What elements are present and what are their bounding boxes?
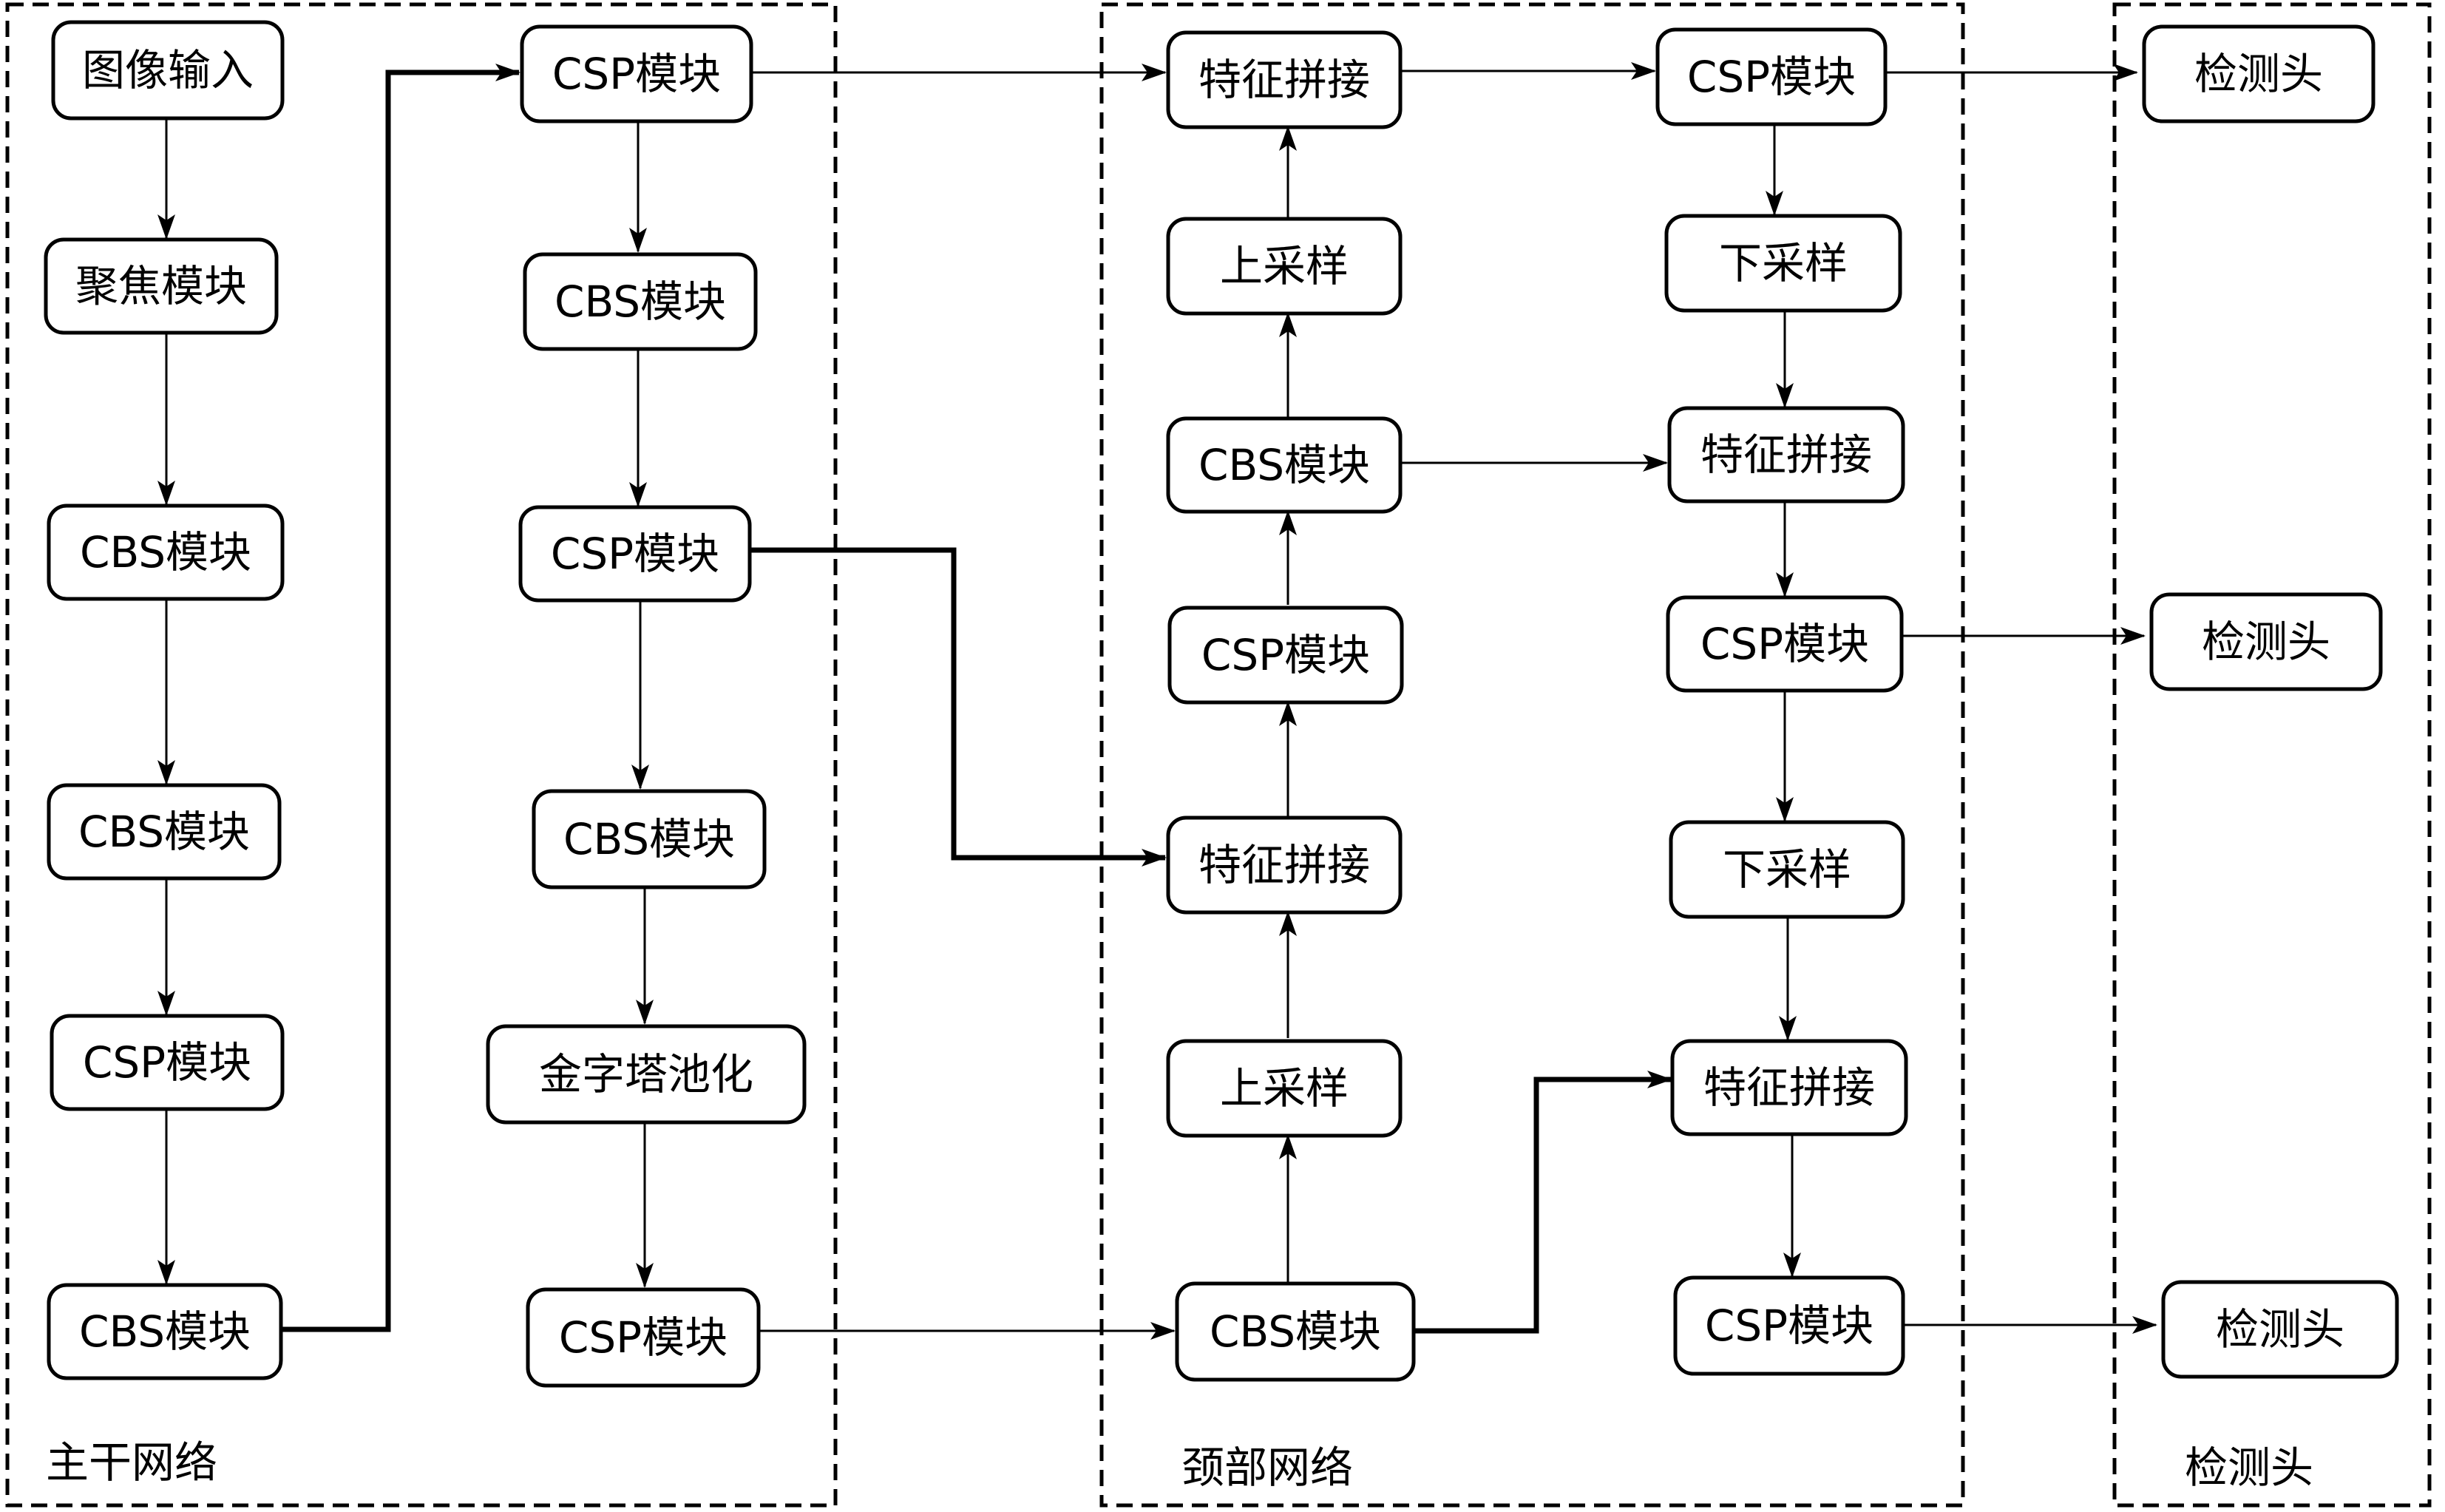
node-backbone-csp-4: CSP模块	[526, 1287, 761, 1388]
node-neck-cbs-1-label: CBS模块	[1198, 440, 1370, 490]
head-group: 检测头	[2112, 2, 2432, 1508]
backbone-group: 主干网络	[5, 2, 838, 1508]
node-neck-csp-1-label: CSP模块	[1201, 630, 1370, 680]
backbone-frame	[5, 2, 838, 1508]
node-neck-csp-4: CSP模块	[1673, 1275, 1905, 1376]
edge-csp3-to-concat2	[750, 547, 1167, 867]
neck-label: 颈部网络	[1181, 1442, 1353, 1493]
node-neck-concat-2-label: 特征拼接	[1198, 840, 1370, 890]
node-detection-head-3: 检测头	[2161, 1280, 2399, 1379]
node-backbone-cbs-3-label: CBS模块	[79, 1306, 251, 1357]
node-neck-csp-2-label: CSP模块	[1687, 52, 1856, 102]
node-neck-concat-3-label: 特征拼接	[1700, 430, 1872, 480]
node-backbone-csp-3: CSP模块	[518, 505, 752, 603]
node-neck-cbs-2: CBS模块	[1175, 1281, 1416, 1382]
node-backbone-csp-4-label: CSP模块	[559, 1312, 728, 1363]
head-label: 检测头	[2185, 1442, 2313, 1493]
node-neck-concat-2: 特征拼接	[1166, 816, 1403, 915]
node-neck-downsample-1-label: 下采样	[1719, 238, 1848, 288]
node-detection-head-2-label: 检测头	[2202, 617, 2330, 667]
edge-n1cbs2-to-n2concat2	[1414, 1071, 1672, 1334]
node-backbone-cbs-1-label: CBS模块	[80, 527, 251, 577]
node-detection-head-1: 检测头	[2142, 24, 2376, 123]
node-neck-cbs-1: CBS模块	[1166, 416, 1403, 514]
node-neck-csp-3-label: CSP模块	[1700, 619, 1869, 669]
node-detection-head-2: 检测头	[2149, 592, 2383, 691]
node-neck-downsample-1: 下采样	[1664, 214, 1902, 313]
node-neck-downsample-2-label: 下采样	[1723, 844, 1851, 895]
node-neck-downsample-2: 下采样	[1669, 820, 1905, 919]
node-neck-concat-4: 特征拼接	[1670, 1039, 1908, 1136]
node-backbone-cbs-5: CBS模块	[532, 789, 767, 889]
nodes: 图像输入 聚焦模块 CBS模块 CBS模块 CSP模块 CBS模块 CSP模块	[44, 20, 2399, 1388]
node-neck-upsample-1-label: 上采样	[1220, 241, 1349, 291]
node-backbone-cbs-4: CBS模块	[523, 252, 758, 351]
neck-group: 颈部网络	[1099, 2, 1965, 1508]
node-backbone-cbs-3: CBS模块	[47, 1283, 283, 1380]
node-backbone-cbs-2: CBS模块	[47, 783, 282, 881]
backbone-label: 主干网络	[46, 1437, 217, 1488]
node-neck-concat-1-label: 特征拼接	[1198, 55, 1370, 105]
node-detection-head-3-label: 检测头	[2216, 1304, 2344, 1355]
node-backbone-csp-1: CSP模块	[50, 1014, 285, 1111]
node-neck-concat-1: 特征拼接	[1166, 30, 1403, 129]
node-focus-module: 聚焦模块	[44, 237, 279, 335]
node-neck-upsample-2-label: 上采样	[1220, 1063, 1349, 1113]
node-pyramid-pooling-label: 金字塔池化	[539, 1049, 753, 1099]
node-pyramid-pooling: 金字塔池化	[486, 1024, 807, 1125]
node-neck-csp-3: CSP模块	[1666, 595, 1904, 693]
node-backbone-cbs-4-label: CBS模块	[555, 277, 726, 327]
node-image-input-label: 图像输入	[82, 45, 254, 95]
node-backbone-cbs-5-label: CBS模块	[563, 814, 735, 864]
node-neck-concat-3: 特征拼接	[1667, 406, 1905, 504]
neck-frame	[1099, 2, 1965, 1508]
node-image-input: 图像输入	[51, 20, 285, 121]
node-neck-cbs-2-label: CBS模块	[1210, 1306, 1381, 1357]
edges	[157, 62, 2157, 1340]
edge-cbs3-to-csp2	[281, 64, 520, 1332]
node-backbone-cbs-1: CBS模块	[47, 504, 285, 601]
node-neck-upsample-1: 上采样	[1166, 217, 1403, 316]
node-detection-head-1-label: 检测头	[2194, 49, 2323, 99]
node-neck-concat-4-label: 特征拼接	[1703, 1062, 1875, 1113]
node-backbone-csp-1-label: CSP模块	[83, 1037, 251, 1088]
node-focus-module-label: 聚焦模块	[75, 261, 247, 311]
node-backbone-csp-2-label: CSP模块	[552, 49, 721, 99]
head-frame	[2112, 2, 2432, 1508]
node-backbone-csp-2: CSP模块	[520, 24, 753, 123]
node-neck-csp-1: CSP模块	[1167, 606, 1404, 705]
node-neck-upsample-2: 上采样	[1166, 1039, 1403, 1138]
node-backbone-cbs-2-label: CBS模块	[78, 807, 250, 857]
node-neck-csp-4-label: CSP模块	[1705, 1301, 1873, 1351]
node-neck-csp-2: CSP模块	[1655, 27, 1888, 126]
node-backbone-csp-3-label: CSP模块	[551, 529, 719, 579]
